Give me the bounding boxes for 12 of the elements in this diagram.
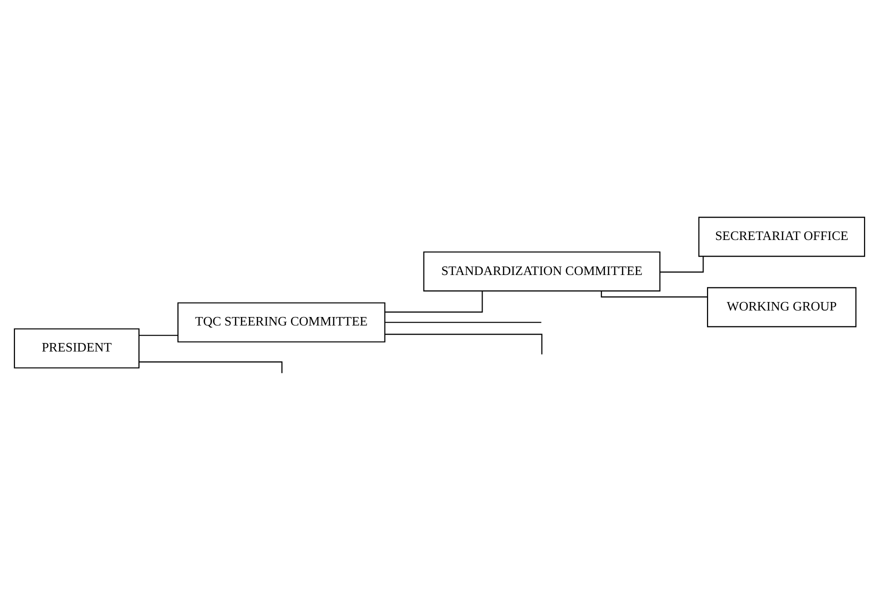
- connector: [139, 334, 178, 336]
- node-box: STANDARDIZATION COMMITTEE: [423, 251, 660, 292]
- connector: [600, 291, 708, 298]
- node-box: PRESIDENT: [14, 328, 140, 368]
- connector: [385, 291, 483, 313]
- connector: [139, 361, 282, 374]
- node-box: TQC STEERING COMMITTEE: [177, 302, 386, 342]
- connector: [385, 334, 542, 354]
- connector: [385, 322, 542, 323]
- node-box: SECRETARIAT OFFICE: [698, 216, 866, 257]
- connector: [660, 256, 704, 273]
- node-box: WORKING GROUP: [707, 287, 856, 328]
